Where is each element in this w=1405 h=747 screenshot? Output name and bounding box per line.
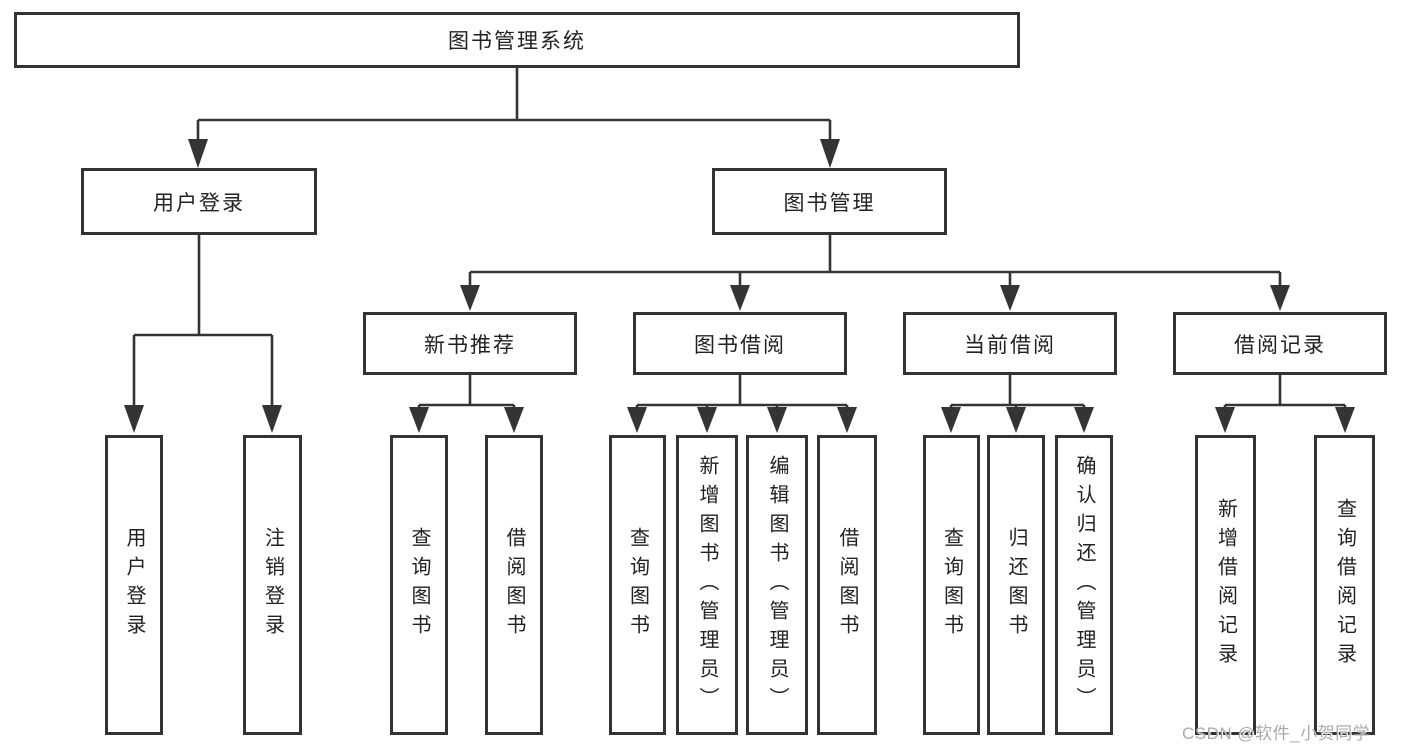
leaf-logout: 注销登录 xyxy=(243,435,302,735)
leaf-borrow-book-recommend: 借阅图书 xyxy=(485,435,543,735)
leaf-query-borrow-record: 查询借阅记录 xyxy=(1314,435,1375,735)
node-user-login: 用户登录 xyxy=(81,168,317,235)
leaf-query-book-borrow: 查询图书 xyxy=(609,435,666,735)
leaf-add-book-admin: 新增图书（管理员） xyxy=(676,435,738,735)
leaf-return-book-label: 归还图书 xyxy=(1005,527,1027,643)
leaf-add-book-admin-label: 新增图书（管理员） xyxy=(696,454,718,716)
leaf-edit-book-admin-label: 编辑图书（管理员） xyxy=(766,454,788,716)
node-book-management: 图书管理 xyxy=(712,168,947,235)
node-root-label: 图书管理系统 xyxy=(448,30,586,53)
leaf-edit-book-admin: 编辑图书（管理员） xyxy=(746,435,808,735)
leaf-borrow-book-recommend-label: 借阅图书 xyxy=(503,527,525,643)
node-current-borrow-label: 当前借阅 xyxy=(964,333,1056,357)
leaf-query-book-recommend-label: 查询图书 xyxy=(408,527,430,643)
node-borrow-record-label: 借阅记录 xyxy=(1234,333,1326,357)
connector-book-borrow-branch xyxy=(627,375,857,433)
leaf-query-book-current-label: 查询图书 xyxy=(940,527,963,643)
node-new-book-recommend-label: 新书推荐 xyxy=(424,333,516,357)
leaf-confirm-return-admin-label: 确认归还（管理员） xyxy=(1073,454,1095,716)
leaf-query-book-current: 查询图书 xyxy=(923,435,980,735)
leaf-return-book: 归还图书 xyxy=(987,435,1045,735)
connector-user-login-branch xyxy=(124,235,282,433)
leaf-user-login-label: 用户登录 xyxy=(123,527,145,643)
node-book-borrow-label: 图书借阅 xyxy=(694,333,786,357)
connector-book-mgmt-branch xyxy=(460,235,1290,311)
leaf-query-book-recommend: 查询图书 xyxy=(390,435,448,735)
leaf-borrow-book: 借阅图书 xyxy=(817,435,877,735)
leaf-query-borrow-record-label: 查询借阅记录 xyxy=(1333,498,1356,672)
leaf-logout-label: 注销登录 xyxy=(261,527,284,643)
leaf-confirm-return-admin: 确认归还（管理员） xyxy=(1055,435,1113,735)
leaf-add-borrow-record: 新增借阅记录 xyxy=(1195,435,1256,735)
node-current-borrow: 当前借阅 xyxy=(903,312,1117,375)
node-new-book-recommend: 新书推荐 xyxy=(363,312,577,375)
leaf-borrow-book-label: 借阅图书 xyxy=(836,527,858,643)
node-book-borrow: 图书借阅 xyxy=(633,312,847,375)
leaf-user-login: 用户登录 xyxy=(105,435,163,735)
node-user-login-label: 用户登录 xyxy=(153,191,245,215)
leaf-query-book-borrow-label: 查询图书 xyxy=(626,527,649,643)
node-borrow-record: 借阅记录 xyxy=(1173,312,1387,375)
csdn-watermark: CSDN @软件_小贺同学 xyxy=(1182,724,1371,743)
connector-new-book-branch xyxy=(409,375,524,433)
connector-current-borrow-branch xyxy=(941,375,1094,433)
node-root-library-system: 图书管理系统 xyxy=(14,12,1020,68)
connector-root-branch xyxy=(188,68,840,168)
node-book-management-label: 图书管理 xyxy=(783,191,876,215)
connector-borrow-record-branch xyxy=(1215,375,1355,433)
leaf-add-borrow-record-label: 新增借阅记录 xyxy=(1214,498,1237,672)
